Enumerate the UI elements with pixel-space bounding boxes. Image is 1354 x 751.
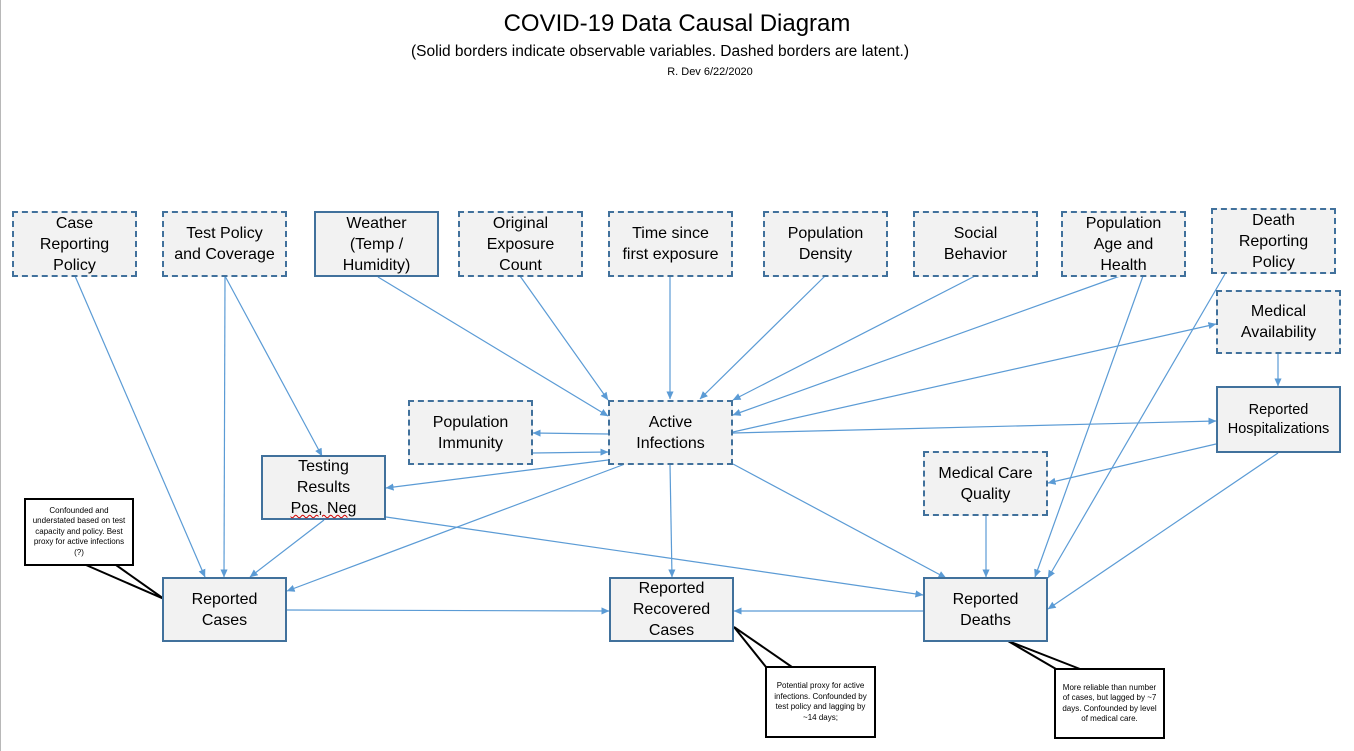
note-recovered: Potential proxy for active infections. C… [765, 666, 876, 738]
callout-pointer-recovered [733, 626, 796, 668]
note-cases: Confounded and understated based on test… [24, 498, 134, 566]
edge-cases-to-recovered [286, 607, 610, 615]
edge-testing-to-deaths [385, 516, 924, 598]
edge-active-to-medavail [732, 322, 1217, 433]
node-original-exposure-count: Original Exposure Count [458, 211, 583, 277]
testing-results-label: Testing Results [296, 458, 351, 496]
node-case-reporting-policy: Case Reporting Policy [12, 211, 137, 277]
edge-exposure-to-active [519, 275, 609, 401]
edge-density-to-active [699, 275, 826, 400]
edge-immunity-to-active [532, 448, 609, 456]
edge-weather-to-active [377, 276, 609, 417]
node-medical-availability: Medical Availability [1216, 290, 1341, 354]
edge-testpolicy-to-cases [220, 275, 228, 578]
edge-testpolicy-to-testing [224, 275, 323, 457]
node-reported-recovered-cases: Reported Recovered Cases [609, 577, 734, 642]
node-reported-deaths: Reported Deaths [923, 577, 1048, 642]
edge-active-to-immunity [532, 429, 609, 437]
diagram-title: COVID-19 Data Causal Diagram [503, 10, 851, 37]
node-time-since-first-exposure: Time since first exposure [608, 211, 733, 277]
page-edge [0, 0, 1, 751]
node-social-behavior: Social Behavior [913, 211, 1038, 277]
node-medical-care-quality: Medical Care Quality [923, 451, 1048, 516]
edge-casepolicy-to-cases [74, 275, 206, 578]
testing-results-values: Pos, Neg [290, 500, 357, 517]
edge-active-to-recovered [668, 463, 676, 578]
node-population-age-health: Population Age and Health [1061, 211, 1186, 277]
note-deaths: More reliable than number of cases, but … [1054, 668, 1165, 739]
edge-hosp-to-medcare [1047, 443, 1217, 485]
node-reported-cases: Reported Cases [162, 577, 287, 642]
edge-hosp-to-deaths [1047, 452, 1279, 610]
edge-active-to-testing [385, 459, 609, 491]
diagram-subtitle: (Solid borders indicate observable varia… [411, 43, 909, 60]
edge-testing-to-cases [249, 519, 325, 578]
edge-social-to-active [732, 275, 976, 401]
edge-active-to-hosp [732, 417, 1217, 434]
edge-age-to-deaths [1034, 275, 1144, 578]
edge-age-to-active [732, 275, 1121, 416]
callout-pointer-cases [85, 564, 165, 600]
node-reported-hospitalizations: Reported Hospitalizations [1216, 386, 1341, 453]
node-testing-results: Testing Results Pos, Neg [261, 455, 386, 520]
callout-pointer-deaths [1007, 640, 1081, 670]
edge-deathpolicy-to-deaths [1047, 273, 1226, 579]
node-active-infections: Active Infections [608, 400, 733, 465]
node-population-density: Population Density [763, 211, 888, 277]
edge-active-to-deaths [732, 463, 947, 579]
node-weather: Weather (Temp / Humidity) [314, 211, 439, 277]
node-population-immunity: Population Immunity [408, 400, 533, 465]
node-test-policy-coverage: Test Policy and Coverage [162, 211, 287, 277]
node-death-reporting-policy: Death Reporting Policy [1211, 208, 1336, 274]
author-date: R. Dev 6/22/2020 [667, 66, 753, 78]
